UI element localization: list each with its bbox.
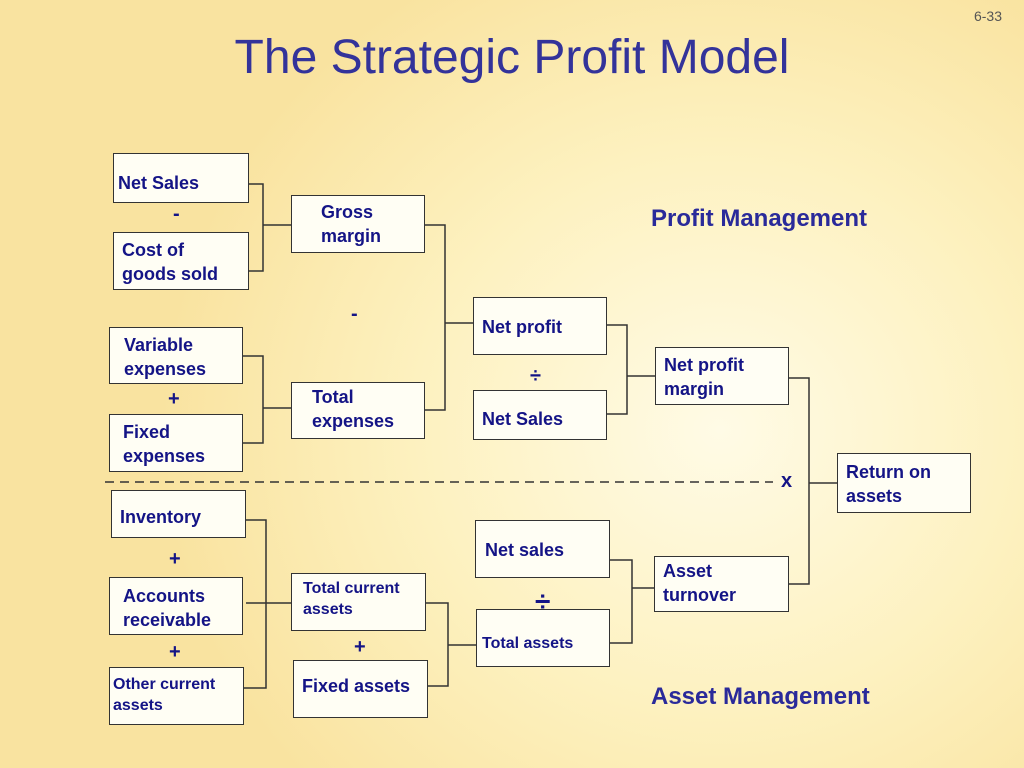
operator-divide-assets: ÷ — [535, 586, 551, 617]
box-total-expenses: Total expenses — [291, 382, 425, 439]
operator-plus-fixed-assets: + — [354, 636, 366, 658]
connector-net-profit-margin — [607, 324, 655, 415]
operator-plus-fixed-expenses: + — [168, 388, 180, 410]
operator-divide-net-profit: ÷ — [530, 365, 541, 387]
slide-title: The Strategic Profit Model — [234, 31, 790, 84]
operator-multiply-roa: x — [781, 470, 793, 492]
box-total-assets: Total assets — [476, 609, 610, 667]
connector-gross-margin — [249, 183, 291, 272]
operator-minus-cogs: - — [173, 203, 180, 225]
label-asset-management: Asset Management — [651, 683, 870, 710]
operator-minus-expenses: - — [351, 303, 358, 325]
operator-plus-receivable: + — [169, 548, 181, 570]
connector-total-expenses — [243, 355, 291, 444]
box-cost-of-goods-sold: Cost of goods sold — [113, 232, 249, 290]
connector-net-profit — [425, 224, 473, 411]
box-fixed-assets: Fixed assets — [293, 660, 428, 718]
box-net-profit: Net profit — [473, 297, 607, 355]
box-fixed-expenses: Fixed expenses — [109, 414, 243, 472]
box-net-profit-margin: Net profit margin — [655, 347, 789, 405]
box-total-current-assets: Total current assets — [291, 573, 426, 631]
box-accounts-receivable: Accounts receivable — [109, 577, 243, 635]
operator-plus-other-assets: + — [169, 641, 181, 663]
slide-number: 6-33 — [973, 8, 1002, 24]
connector-total-current-assets — [244, 519, 291, 689]
connector-asset-turnover — [610, 559, 654, 644]
label-profit-management: Profit Management — [651, 205, 868, 232]
connector-roa — [789, 377, 837, 585]
box-return-on-assets: Return on assets — [837, 453, 971, 513]
box-net-sales: Net Sales — [113, 153, 249, 203]
box-asset-turnover: Asset turnover — [654, 556, 789, 612]
box-net-sales-asset: Net sales — [475, 520, 610, 578]
connector-total-assets — [426, 602, 476, 687]
box-other-current-assets: Other current assets — [109, 667, 244, 725]
box-inventory: Inventory — [111, 490, 246, 538]
box-variable-expenses: Variable expenses — [109, 327, 243, 384]
box-net-sales-divisor: Net Sales — [473, 390, 607, 440]
box-gross-margin: Gross margin — [291, 195, 425, 253]
